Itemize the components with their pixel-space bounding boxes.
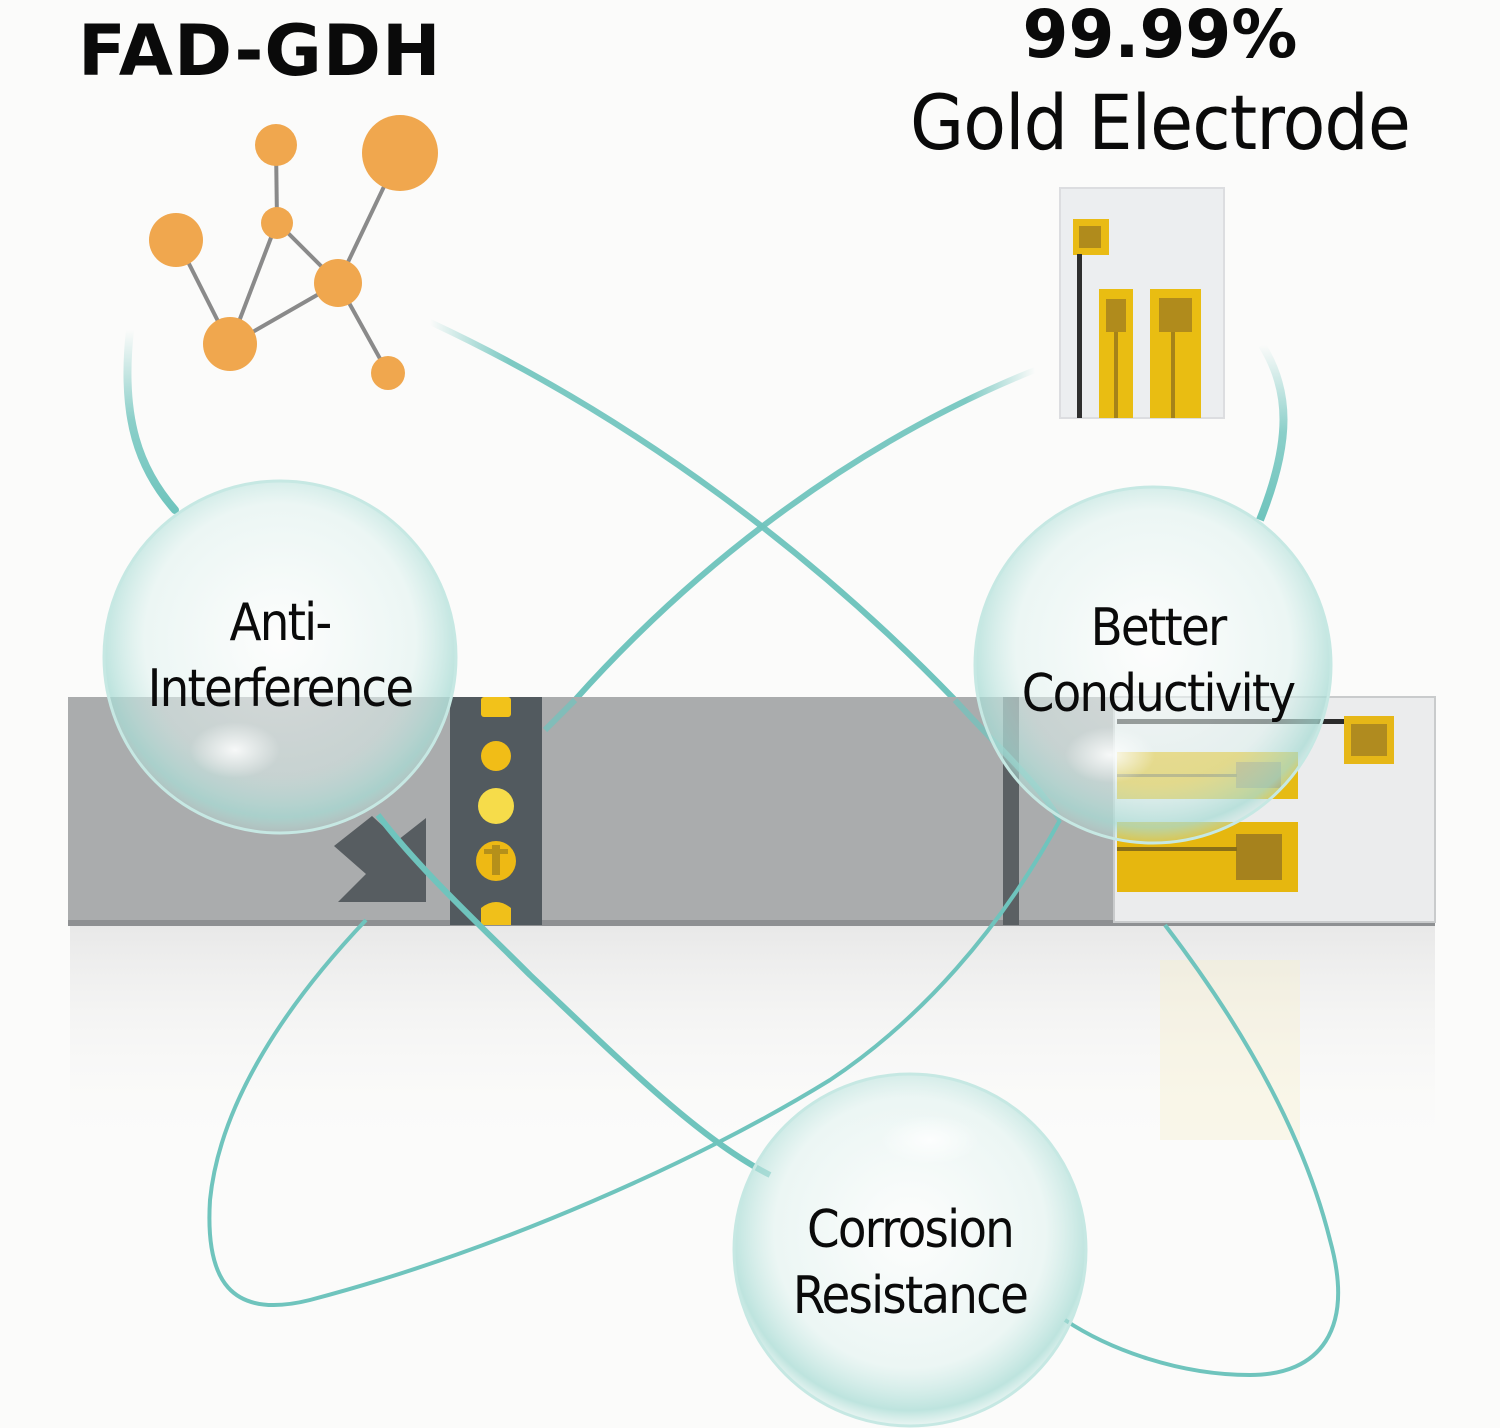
feature-line: Better <box>1090 598 1228 658</box>
feature-corrosion-resistance: Corrosion Resistance <box>757 1197 1063 1329</box>
electrode-trace <box>1117 847 1237 851</box>
molecule-icon <box>149 115 438 390</box>
contact-dot <box>481 741 511 771</box>
gold-purity-value: 99.99% <box>1022 0 1298 73</box>
feature-line: Interference <box>147 659 415 719</box>
electrode-bar-core <box>1236 834 1282 880</box>
contact-dot <box>481 902 511 925</box>
bubble-better-conductivity <box>973 485 1333 845</box>
gold-electrode-label: Gold Electrode <box>910 78 1411 167</box>
feature-line: Resistance <box>792 1266 1029 1326</box>
orbit-line-cross-1 <box>375 813 772 1178</box>
bubble-anti-interference <box>102 479 458 835</box>
gold-reflection <box>1160 960 1300 1140</box>
molecule-node <box>203 317 257 371</box>
contact-dot <box>478 788 514 824</box>
molecule-node <box>314 259 362 307</box>
contact-dot-mark <box>492 845 500 875</box>
electrode-pad-core <box>1351 724 1387 756</box>
molecule-node <box>149 213 203 267</box>
orbit-line-right-top <box>1256 342 1288 522</box>
electrode-chip-icon <box>1059 187 1225 419</box>
molecule-node <box>261 207 293 239</box>
feature-line: Corrosion <box>806 1200 1015 1260</box>
orbit-line-diag-b <box>572 367 1037 702</box>
strip-reflection <box>70 925 1435 1155</box>
feature-anti-interference: Anti- Interference <box>127 590 433 722</box>
orbit-line-diag-a <box>428 319 958 703</box>
feature-better-conductivity: Better Conductivity <box>1001 595 1316 727</box>
contact-dot-mark <box>484 849 508 854</box>
orbit-line-left-top <box>123 326 179 514</box>
enzyme-title: FAD-GDH <box>78 10 442 92</box>
strip-edge <box>68 920 1435 926</box>
orbit-line-loop-right <box>1063 923 1340 1378</box>
molecule-node <box>371 356 405 390</box>
feature-line: Conductivity <box>1021 664 1296 724</box>
feature-line: Anti- <box>229 593 333 653</box>
molecule-node <box>362 115 438 191</box>
bubble-corrosion-resistance <box>732 1072 1088 1428</box>
orbit-line-diag-b-front <box>542 697 578 733</box>
molecule-node <box>255 124 297 166</box>
arrow-down-right-icon <box>334 816 426 902</box>
orbit-line-loop-left <box>207 819 1062 1307</box>
contact-pad <box>481 697 511 717</box>
